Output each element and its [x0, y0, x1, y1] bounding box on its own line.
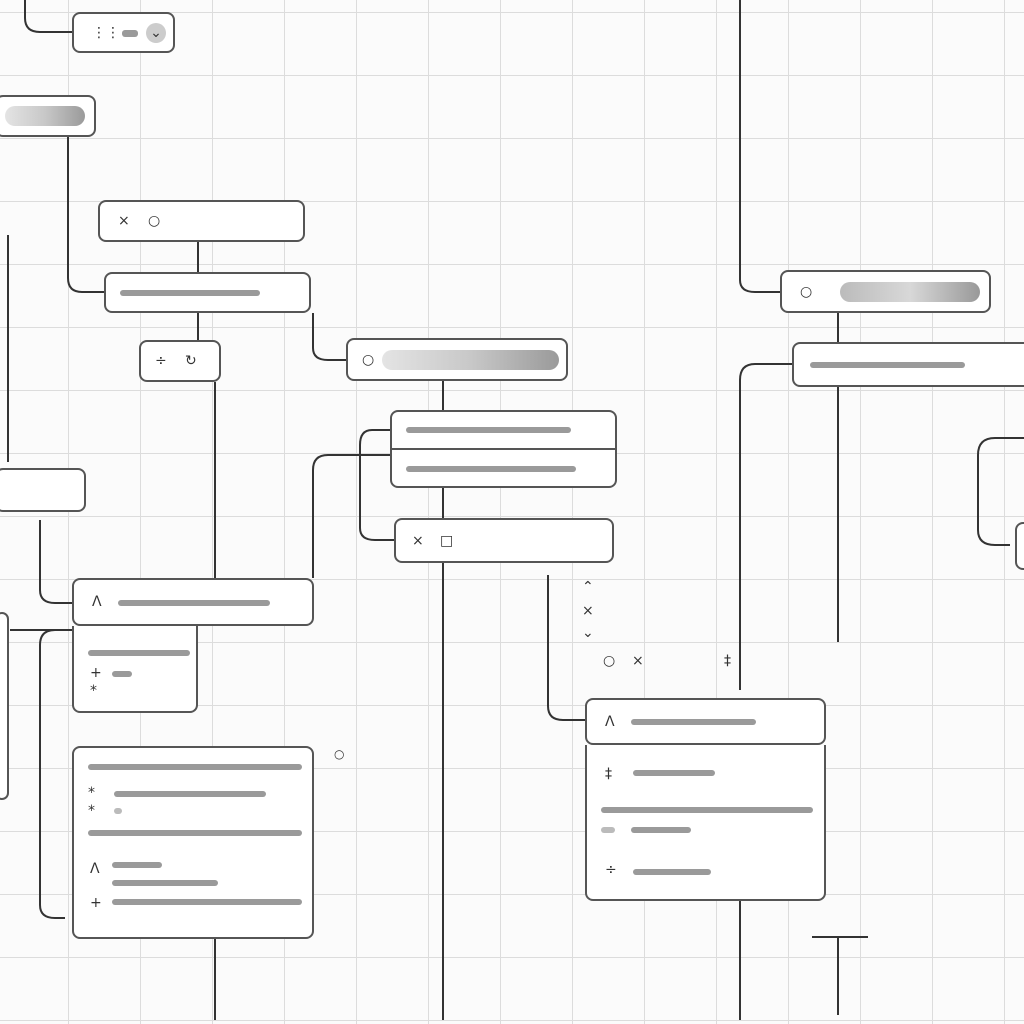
node-bar — [118, 600, 270, 606]
node-16-body[interactable]: ‡ ÷ — [585, 745, 826, 901]
node-4[interactable] — [104, 272, 311, 313]
toggle-icon: ○ — [362, 352, 375, 368]
connector — [24, 0, 72, 33]
close-icon[interactable]: × — [632, 653, 644, 669]
node-pill — [382, 350, 559, 370]
connector — [312, 454, 390, 578]
node-bar — [112, 899, 302, 905]
node-14-header[interactable]: Λ — [72, 578, 314, 626]
chevron-down-icon[interactable]: ⌄ — [146, 23, 166, 43]
connector — [977, 437, 1024, 546]
connector — [39, 520, 72, 604]
plus-icon: + — [90, 665, 102, 681]
node-bar — [601, 827, 615, 833]
node-bar — [631, 719, 756, 725]
node-3[interactable]: × ○ — [98, 200, 305, 242]
up-icon: Λ — [605, 714, 615, 730]
node-8[interactable]: × □ — [394, 518, 614, 563]
node-2[interactable] — [0, 95, 96, 137]
node-bar — [114, 791, 266, 797]
node-15[interactable]: * * Λ + — [72, 746, 314, 939]
star-icon: * — [90, 683, 97, 699]
node-bar — [112, 862, 162, 868]
divide-icon: ÷ — [605, 862, 617, 878]
node-14-body[interactable]: + * — [72, 626, 198, 713]
node-bar — [112, 880, 218, 886]
divider — [392, 448, 615, 450]
node-bar — [88, 764, 302, 770]
settings-icon: ○ — [800, 284, 813, 300]
node-bar — [88, 650, 190, 656]
node-pill — [840, 282, 980, 302]
settings-icon: ○ — [334, 747, 345, 761]
connector — [812, 936, 868, 1015]
node-bar — [406, 466, 576, 472]
node-12-partial[interactable] — [0, 612, 9, 800]
node-16-header[interactable]: Λ — [585, 698, 826, 745]
connector — [739, 0, 780, 293]
node-bar — [114, 808, 122, 814]
refresh-icon: ↻ — [185, 353, 197, 369]
search-icon: ○ — [148, 213, 161, 229]
node-bar — [122, 30, 138, 37]
down-icon[interactable]: ⌄ — [582, 625, 594, 641]
star-icon: * — [88, 803, 95, 819]
up-icon[interactable]: ⌃ — [582, 579, 594, 595]
caret-icon: ‡ — [605, 766, 612, 782]
close-icon: × — [412, 533, 424, 549]
star-icon: * — [88, 785, 95, 801]
plus-icon: + — [90, 895, 102, 911]
close-icon: × — [118, 213, 130, 229]
dots-icon: ⋮⋮ — [92, 25, 120, 41]
connector — [312, 313, 346, 361]
connector — [547, 575, 585, 721]
node-10[interactable] — [792, 342, 1024, 387]
caret-icon: ‡ — [724, 653, 731, 669]
connector — [739, 363, 792, 690]
close-icon[interactable]: × — [582, 603, 594, 619]
node-13-partial[interactable] — [1015, 522, 1024, 570]
connector — [67, 137, 104, 293]
connector — [10, 629, 72, 919]
up-icon: Λ — [90, 861, 100, 877]
node-11[interactable] — [0, 468, 86, 512]
node-bar — [112, 671, 132, 677]
node-bar — [120, 290, 260, 296]
up-icon: Λ — [92, 594, 102, 610]
node-9[interactable]: ○ — [780, 270, 991, 313]
node-bar — [633, 869, 711, 875]
node-1[interactable]: ⋮⋮ ⌄ — [72, 12, 175, 53]
caret-icon: □ — [440, 533, 454, 549]
node-bar — [633, 770, 715, 776]
node-bar — [601, 807, 813, 813]
node-6[interactable]: ○ — [346, 338, 568, 381]
node-bar — [631, 827, 691, 833]
node-5[interactable]: ÷ ↻ — [139, 340, 221, 382]
node-7[interactable] — [390, 410, 617, 488]
node-bar — [810, 362, 965, 368]
node-pill — [5, 106, 85, 126]
connector — [359, 429, 394, 541]
node-bar — [88, 830, 302, 836]
node-bar — [406, 427, 571, 433]
info-icon[interactable]: ○ — [603, 653, 616, 669]
divide-icon: ÷ — [155, 353, 167, 369]
